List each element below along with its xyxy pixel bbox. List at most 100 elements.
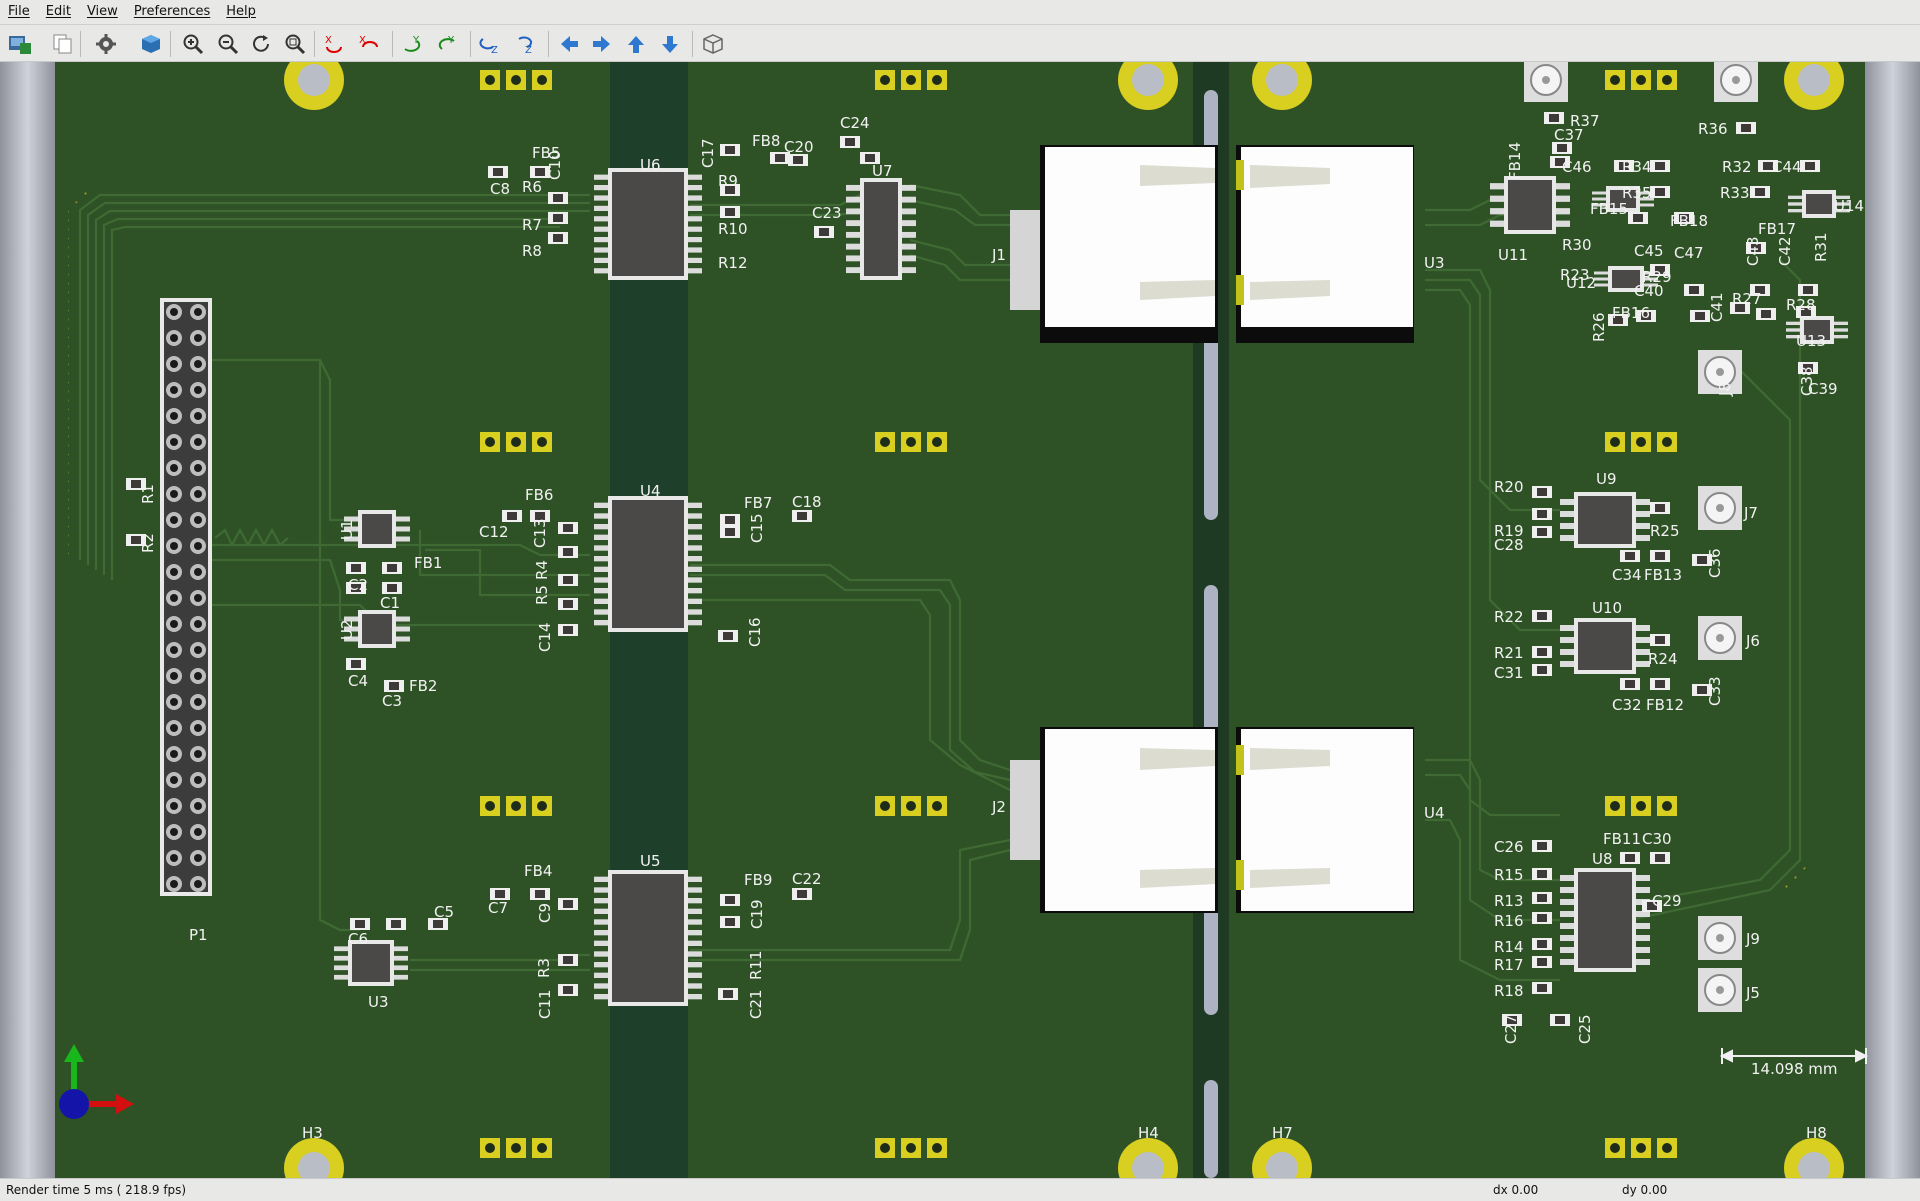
silk-label: U14 xyxy=(1834,197,1864,215)
silk-label: R9 xyxy=(718,172,738,190)
silk-label: C10 xyxy=(546,150,564,180)
passive-component xyxy=(792,888,812,900)
silk-label: J9 xyxy=(1745,930,1760,948)
passive-component xyxy=(558,598,578,610)
silk-label: U2 xyxy=(338,619,356,640)
rj45-u4 xyxy=(1236,727,1414,913)
silk-label: C33 xyxy=(1706,676,1724,706)
passive-component xyxy=(126,534,146,546)
menu-help[interactable]: Help xyxy=(226,4,256,19)
menu-edit[interactable]: Edit xyxy=(45,4,71,19)
menu-bar: File Edit View Preferences Help xyxy=(0,0,1920,25)
redraw-icon[interactable] xyxy=(248,31,274,57)
passive-component xyxy=(1650,160,1670,172)
silk-label: R35 xyxy=(1622,184,1652,202)
passive-component xyxy=(558,954,578,966)
passive-component xyxy=(1800,160,1820,172)
render-mode-cube-icon[interactable] xyxy=(138,31,164,57)
passive-component xyxy=(1532,938,1552,950)
passive-component xyxy=(1620,678,1640,690)
rotate-y-ccw-icon[interactable]: Y xyxy=(435,31,461,57)
silk-label: R30 xyxy=(1562,236,1592,254)
save-as-image-icon[interactable] xyxy=(7,31,33,57)
rj45-j2 xyxy=(1010,727,1218,913)
passive-component xyxy=(1750,186,1770,198)
silk-label: FB11 xyxy=(1603,830,1641,848)
move-right-icon[interactable] xyxy=(589,31,615,57)
copy-icon[interactable] xyxy=(50,31,76,57)
silk-label: J2 xyxy=(991,798,1006,816)
slot-bottom xyxy=(1204,1080,1218,1178)
silk-label: R11 xyxy=(747,950,765,980)
silk-label: U6 xyxy=(640,156,661,174)
passive-component xyxy=(530,888,550,900)
move-up-icon[interactable] xyxy=(623,31,649,57)
zoom-out-icon[interactable] xyxy=(215,31,241,57)
svg-text:X: X xyxy=(359,35,366,46)
passive-component xyxy=(1608,314,1628,326)
silk-label: C43 xyxy=(1744,236,1762,266)
passive-component xyxy=(1628,212,1648,224)
silk-label: R25 xyxy=(1650,522,1680,540)
silk-label: FB1 xyxy=(414,554,442,572)
silk-label: C32 xyxy=(1612,696,1642,714)
menu-file[interactable]: File xyxy=(8,4,30,19)
rotate-x-cw-icon[interactable]: X xyxy=(322,31,348,57)
passives xyxy=(126,112,1820,1026)
silk-label: C13 xyxy=(531,518,549,548)
orthographic-view-icon[interactable] xyxy=(700,31,726,57)
silk-label: R15 xyxy=(1494,866,1524,884)
rotate-z-cw-icon[interactable]: Z xyxy=(478,31,504,57)
sma-connector xyxy=(1698,916,1742,960)
silk-label: R34 xyxy=(1622,158,1652,176)
silk-label: R32 xyxy=(1722,158,1752,176)
svg-text:Y: Y xyxy=(412,35,420,46)
silk-label: H3 xyxy=(302,1124,323,1142)
passive-component xyxy=(1650,264,1670,276)
move-left-icon[interactable] xyxy=(556,31,582,57)
rotate-y-cw-icon[interactable]: Y xyxy=(400,31,426,57)
passive-component xyxy=(558,522,578,534)
silk-label: C16 xyxy=(746,617,764,647)
passive-component xyxy=(382,582,402,594)
right-rail xyxy=(1865,62,1920,1178)
passive-component xyxy=(1746,242,1766,254)
silk-label: C18 xyxy=(792,493,822,511)
zoom-fit-icon[interactable] xyxy=(282,31,308,57)
silk-label: C31 xyxy=(1494,664,1524,682)
silk-label: J6 xyxy=(1745,632,1760,650)
passive-component xyxy=(488,166,508,178)
menu-preferences[interactable]: Preferences xyxy=(133,4,211,19)
rotate-x-ccw-icon[interactable]: X xyxy=(356,31,382,57)
dimension-measure xyxy=(1719,1048,1869,1064)
menu-view[interactable]: View xyxy=(86,4,118,19)
silk-label: C36 xyxy=(1706,548,1724,578)
zoom-in-icon[interactable] xyxy=(180,31,206,57)
passive-component xyxy=(720,206,740,218)
sma-connector xyxy=(1524,62,1568,102)
silk-label: C38 xyxy=(1798,366,1816,396)
silk-label: J5 xyxy=(1745,984,1760,1002)
silk-label: P1 xyxy=(189,926,208,944)
pcb-render[interactable]: 14.098 mm U6U4U5U7U1U2U3U11U12U13U14U9U1… xyxy=(0,62,1920,1178)
settings-icon[interactable] xyxy=(93,31,119,57)
silk-label: C21 xyxy=(747,989,765,1019)
ic-u14 xyxy=(1788,190,1850,218)
rotate-z-ccw-icon[interactable]: Z xyxy=(512,31,538,57)
silk-label: R20 xyxy=(1494,478,1524,496)
passive-component xyxy=(792,510,812,522)
passive-component xyxy=(1756,308,1776,320)
move-down-icon[interactable] xyxy=(657,31,683,57)
ic-u3 xyxy=(334,940,408,986)
passive-component xyxy=(346,582,366,594)
rj45-j1 xyxy=(1010,145,1218,343)
passive-component xyxy=(558,574,578,586)
silk-label: U3 xyxy=(368,993,389,1011)
sma-connector xyxy=(1698,968,1742,1012)
passive-component xyxy=(1532,486,1552,498)
passive-component xyxy=(1532,664,1552,676)
silk-label: C15 xyxy=(748,513,766,543)
passive-component xyxy=(1798,362,1818,374)
passive-component xyxy=(1532,610,1552,622)
